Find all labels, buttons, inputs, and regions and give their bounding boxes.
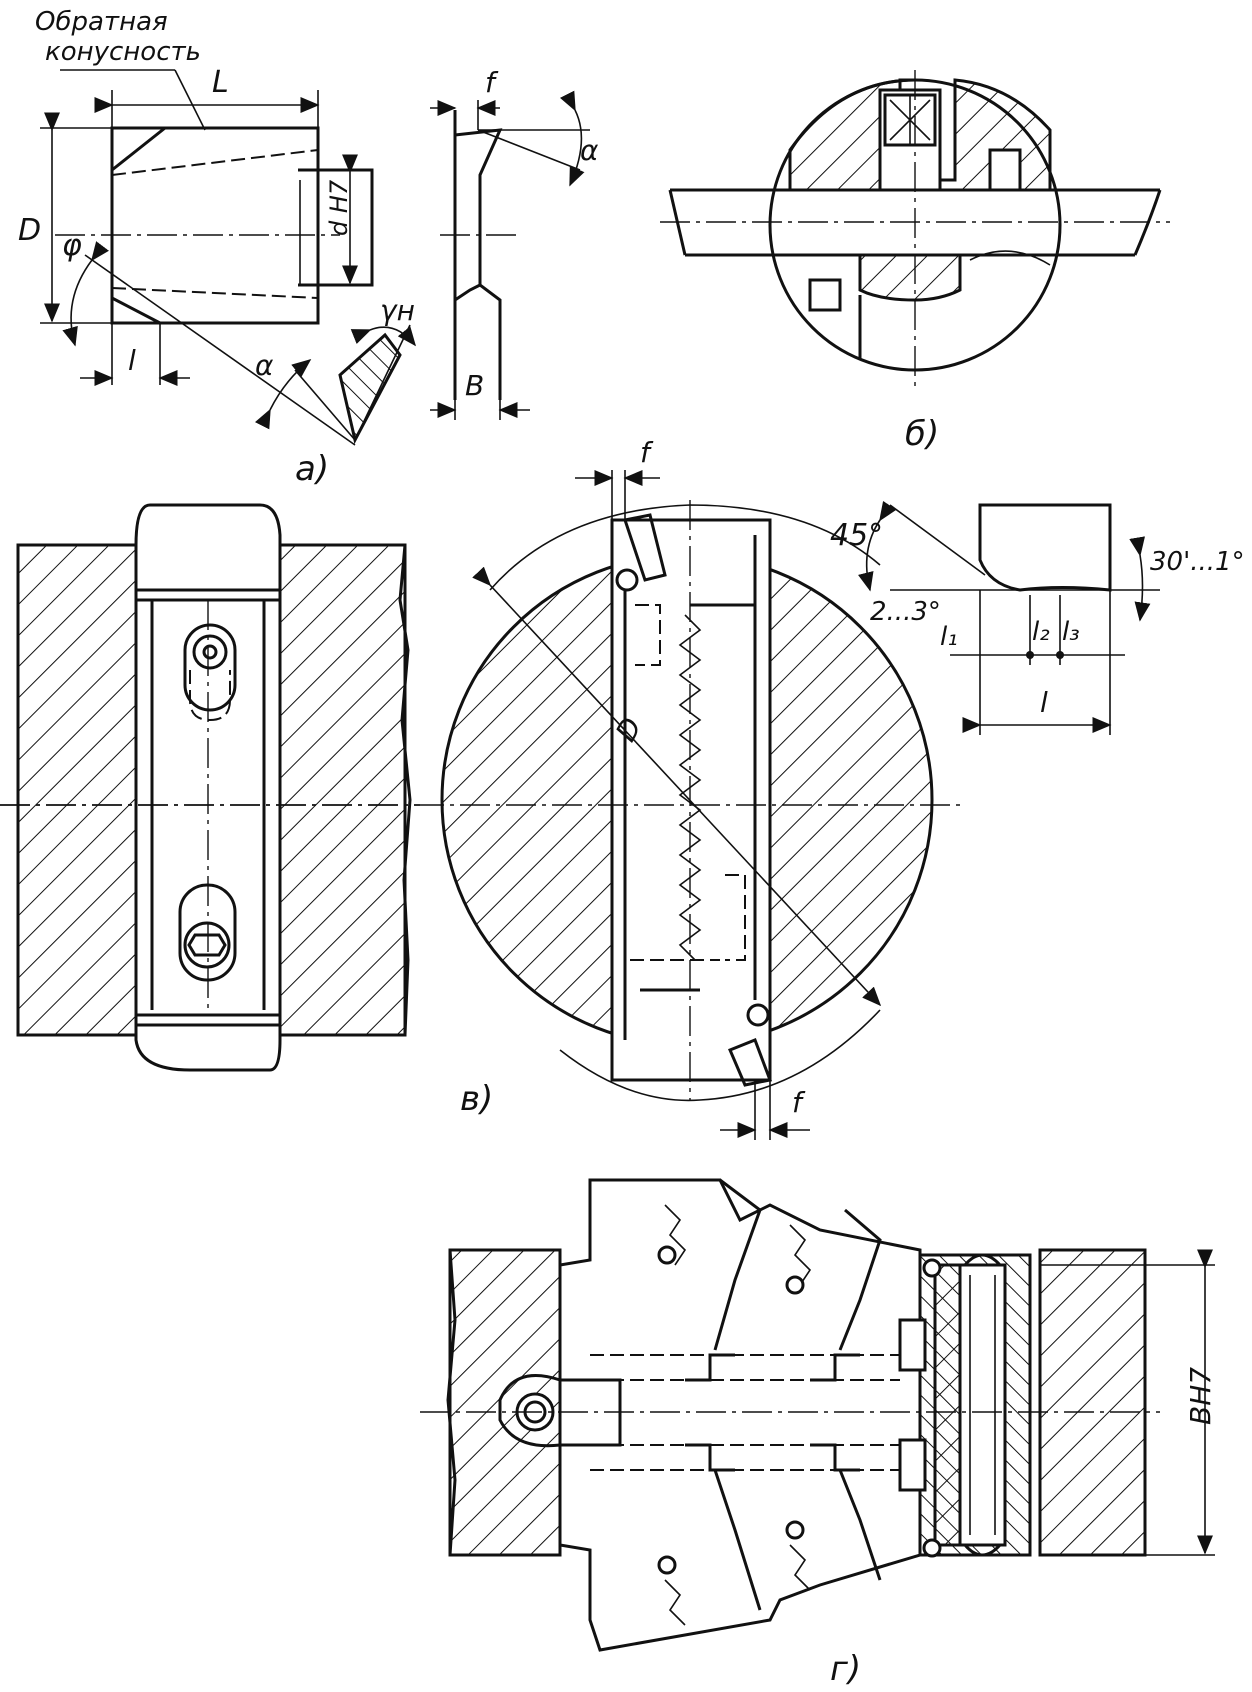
- view-a-knife-insert: L Обратная конусность D d H7 φ: [18, 7, 599, 489]
- reverse-taper-callout: Обратная конусность: [35, 7, 206, 131]
- label-l3: l₃: [1062, 617, 1080, 647]
- caption-g: г): [830, 1649, 861, 1689]
- reverse-taper-line1: Обратная: [35, 7, 168, 37]
- label-dH7: d H7: [325, 179, 353, 236]
- label-f-v-bottom: f: [792, 1086, 806, 1119]
- caption-v: в): [460, 1079, 493, 1119]
- label-alpha-a: α: [255, 349, 274, 382]
- cutting-edge-section: α γн: [254, 294, 417, 445]
- insert-side-view: [55, 126, 374, 325]
- dimension-dH7: d H7: [325, 154, 358, 285]
- label-phi: φ: [62, 228, 82, 263]
- dimension-D: D: [18, 112, 112, 324]
- view-v-edge-detail: 45° 2...3° 30'...1° l₁ l₂ l₃ l: [830, 500, 1245, 735]
- label-l-v: l: [1040, 686, 1048, 719]
- reverse-taper-line2: конусность: [45, 37, 201, 67]
- label-L: L: [212, 65, 229, 100]
- label-f-a: f: [485, 66, 499, 99]
- label-alpha-a2: α: [580, 134, 599, 167]
- label-BH7: BH7: [1184, 1367, 1217, 1425]
- label-B-a: B: [465, 369, 484, 402]
- label-l2: l₂: [1032, 617, 1050, 647]
- view-b-clamp-detail: б): [660, 70, 1170, 454]
- angle-phi: φ l: [62, 228, 356, 446]
- label-f-v-top: f: [640, 436, 654, 469]
- caption-a: а): [295, 449, 329, 489]
- label-gamma-n: γн: [380, 294, 415, 327]
- dimension-L: L: [94, 65, 320, 128]
- caption-b: б): [905, 414, 939, 454]
- label-angle-45: 45°: [830, 518, 883, 553]
- label-l1: l₁: [940, 622, 958, 652]
- label-l-small: l: [128, 344, 136, 377]
- label-angle-2-3: 2...3°: [870, 597, 941, 627]
- view-v-side: [0, 503, 420, 1072]
- insert-end-view: f α B: [430, 66, 599, 420]
- view-v-face: D f f в): [0, 436, 960, 1140]
- label-angle-30-1: 30'...1°: [1150, 547, 1245, 577]
- label-D: D: [18, 213, 41, 248]
- view-g-assembly: BH7 г): [420, 1178, 1217, 1689]
